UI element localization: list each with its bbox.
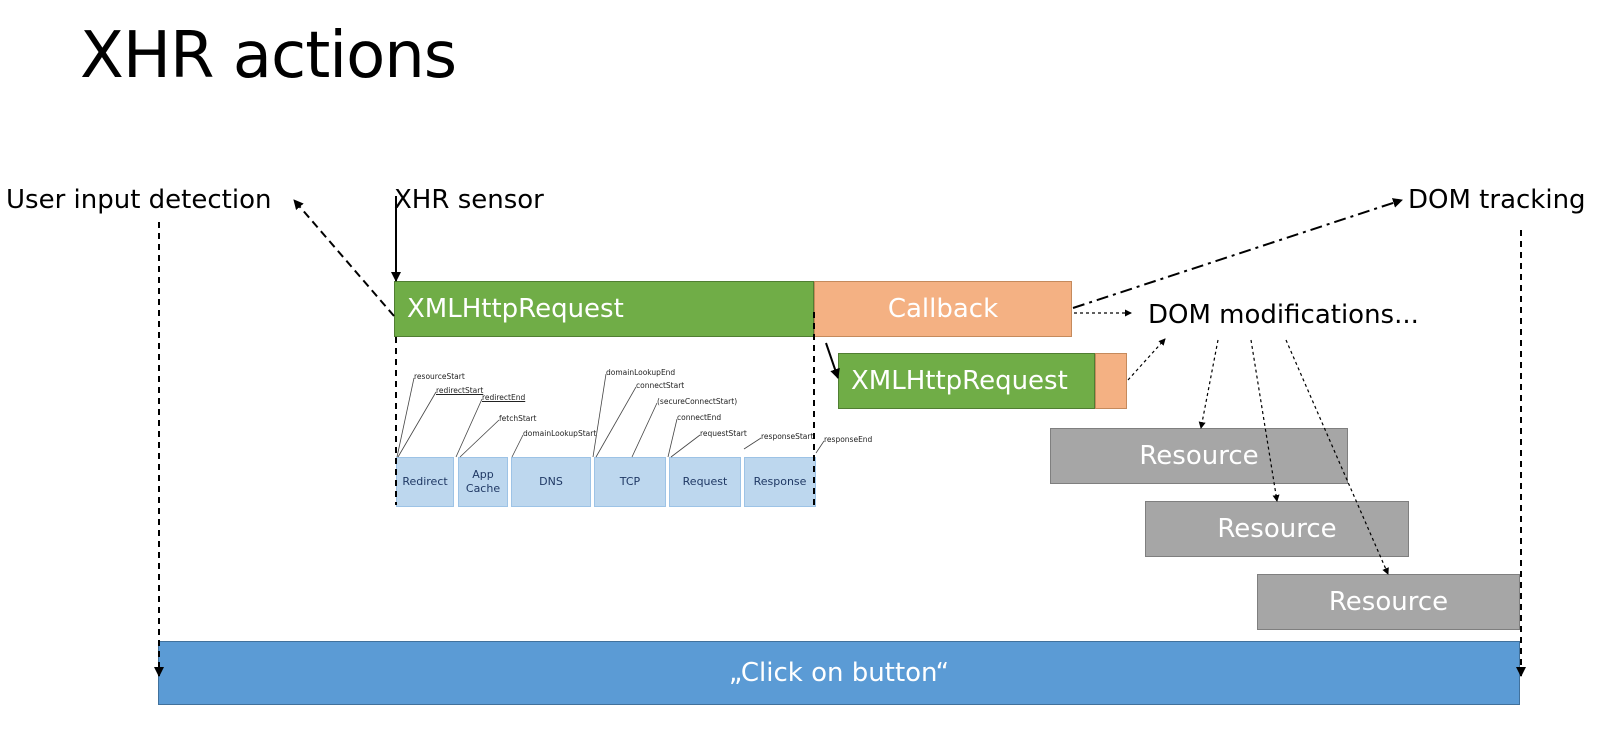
mark-resource-start: resourceStart — [414, 372, 465, 381]
resource-bar-1: Resource — [1050, 428, 1348, 484]
callback-bar: Callback — [814, 281, 1072, 337]
page-title: XHR actions — [80, 19, 457, 93]
mark-redirect-end: redirectEnd — [482, 393, 526, 402]
xhr-second-bar: XMLHttpRequest — [838, 353, 1095, 409]
mark-request-start: requestStart — [700, 429, 747, 438]
resource-bar-3: Resource — [1257, 574, 1520, 630]
label-xhr-sensor: XHR sensor — [394, 185, 544, 215]
mark-secure-connect-start: (secureConnectStart) — [657, 397, 738, 406]
xhr-main-bar: XMLHttpRequest — [394, 281, 814, 337]
label-dom-modifications: DOM modifications... — [1148, 300, 1419, 330]
resource-label-3: Resource — [1328, 587, 1449, 617]
click-on-button-bar: „Click on button“ — [158, 641, 1520, 705]
phase-response: Response — [744, 457, 816, 507]
resource-label-1: Resource — [1139, 441, 1259, 471]
dom-tracking-arrow — [1072, 198, 1403, 309]
mark-redirect-start: redirectStart — [436, 386, 484, 395]
phase-tcp: TCP — [594, 457, 666, 507]
xhr-main-label: XMLHttpRequest — [407, 294, 624, 324]
phase-request: Request — [669, 457, 741, 507]
phase-app-cache: App Cache — [458, 457, 508, 507]
mark-response-end: responseEnd — [824, 435, 873, 444]
mark-connect-start: connectStart — [636, 381, 685, 390]
dom-resource2-arrow — [1250, 339, 1280, 502]
phase-redirect: Redirect — [396, 457, 454, 507]
dom-resource3-arrow — [1285, 339, 1389, 575]
xhr-second-label: XMLHttpRequest — [851, 366, 1068, 396]
mark-response-start: responseStart — [761, 432, 814, 441]
resource-label-2: Resource — [1217, 514, 1337, 544]
xhr-second-callback-bar — [1095, 353, 1127, 409]
user-input-arrow — [293, 199, 395, 317]
mark-fetch-start: fetchStart — [499, 414, 537, 423]
xhr2-dom-arrow — [1127, 338, 1166, 381]
dom-resource1-arrow — [1198, 339, 1219, 429]
xhr-chain-arrow — [825, 342, 840, 379]
mark-domain-lookup-start: domainLookupStart — [523, 429, 597, 438]
phase-dns: DNS — [511, 457, 591, 507]
timing-mark-leaders — [396, 373, 825, 458]
resource-bar-2: Resource — [1145, 501, 1409, 557]
click-on-button-label: „Click on button“ — [728, 658, 950, 688]
label-user-input-detection: User input detection — [6, 185, 272, 215]
mark-connect-end: connectEnd — [677, 413, 722, 422]
mark-domain-lookup-end: domainLookupEnd — [606, 368, 676, 377]
label-dom-tracking: DOM tracking — [1408, 185, 1586, 215]
callback-label: Callback — [887, 294, 999, 324]
